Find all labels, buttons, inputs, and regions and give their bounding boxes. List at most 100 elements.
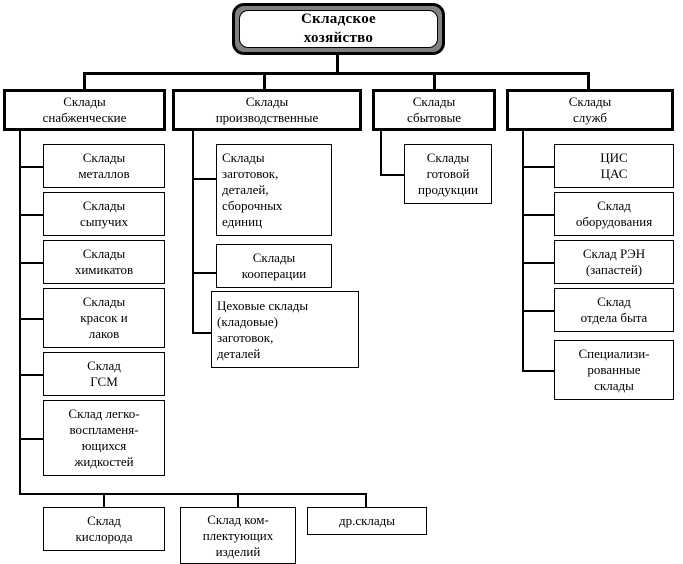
node-fuel-line-2: ГСМ xyxy=(90,374,118,389)
connector-drop-production xyxy=(263,72,266,90)
node-metals-warehouse: Склады металлов xyxy=(43,144,165,188)
connector-stub-specialized xyxy=(522,370,555,372)
node-ren-line-2: (запастей) xyxy=(585,262,643,277)
node-service-line-1: Склады xyxy=(568,94,612,109)
node-sales-warehouses: Склады сбытовые xyxy=(372,89,496,131)
node-chemicals-line-2: химикатов xyxy=(74,262,134,277)
connector-stub-blanks xyxy=(192,178,217,180)
node-fuel-warehouse: Склад ГСМ xyxy=(43,352,165,396)
node-cis-cas-line-1: ЦИС xyxy=(600,150,628,165)
connector-drop-sales xyxy=(433,72,436,90)
node-bulk-line-1: Склады xyxy=(82,198,126,213)
node-welfare-warehouse: Склад отдела быта xyxy=(554,288,674,332)
node-finished-line-1: Склады xyxy=(426,150,470,165)
node-components-warehouse: Склад ком- плектующих изделий xyxy=(180,507,296,564)
node-service-line-2: служб xyxy=(572,110,607,125)
connector-drop-services xyxy=(587,72,590,90)
node-shop-line-4: деталей xyxy=(217,345,261,361)
connector-trunk-services xyxy=(522,131,524,371)
node-components-line-3: изделий xyxy=(215,543,261,559)
root-line-2: хозяйство xyxy=(303,30,374,46)
connector-drop-supply xyxy=(83,72,86,90)
node-equipment-warehouse: Склад оборудования xyxy=(554,192,674,236)
node-equipment-line-2: оборудования xyxy=(575,214,653,229)
root-node-label: Складское хозяйство xyxy=(239,10,438,48)
node-blanks-line-3: деталей, xyxy=(222,182,269,197)
node-sales-line-2: сбытовые xyxy=(407,110,461,125)
connector-level2-bus xyxy=(83,72,590,75)
connector-stub-finished xyxy=(380,174,405,176)
node-other-line-1: др.склады xyxy=(338,513,396,528)
connector-root-stem xyxy=(336,55,339,74)
node-cooperation-line-2: кооперации xyxy=(241,266,307,281)
connector-drop-oxygen xyxy=(103,493,105,508)
node-flammable-line-1: Склад легко- xyxy=(68,406,140,421)
root-node-warehouse-management: Складское хозяйство xyxy=(232,3,445,55)
node-blanks-line-5: единиц xyxy=(222,214,263,229)
node-metals-line-2: металлов xyxy=(78,166,130,181)
node-welfare-line-2: отдела быта xyxy=(580,310,648,325)
node-paints-line-2: красок и xyxy=(80,310,128,325)
node-oxygen-line-2: кислорода xyxy=(75,529,133,544)
root-line-1: Складское xyxy=(301,11,376,27)
node-components-line-2: плектующих xyxy=(202,527,274,543)
connector-stub-welfare xyxy=(522,310,555,312)
connector-stub-cooperation xyxy=(192,272,217,274)
node-blanks-line-4: сборочных xyxy=(222,198,283,213)
node-cooperation-warehouse: Склады кооперации xyxy=(216,244,332,288)
node-welfare-line-1: Склад xyxy=(597,294,631,309)
node-sales-line-1: Склады xyxy=(412,94,456,109)
node-oxygen-line-1: Склад xyxy=(87,513,121,528)
node-shop-line-3: заготовок, xyxy=(217,329,274,345)
node-blanks-line-1: Склады xyxy=(222,150,265,165)
connector-stub-flammable xyxy=(19,438,44,440)
node-paints-warehouse: Склады красок и лаков xyxy=(43,288,165,348)
node-production-line-1: Склады xyxy=(245,94,289,109)
connector-stub-paints xyxy=(19,318,44,320)
node-service-warehouses: Склады служб xyxy=(506,89,674,131)
node-components-line-1: Склад ком- xyxy=(207,511,269,527)
connector-stub-metals xyxy=(19,166,44,168)
node-specialized-line-3: склады xyxy=(594,378,634,393)
connector-drop-components xyxy=(237,493,239,508)
node-flammable-line-3: ющихся xyxy=(81,438,127,453)
node-paints-line-3: лаков xyxy=(88,326,120,341)
connector-bottom-bus xyxy=(19,493,366,495)
node-cis-cas-line-2: ЦАС xyxy=(600,166,628,181)
node-finished-line-2: готовой xyxy=(426,166,470,181)
connector-trunk-production xyxy=(192,131,194,334)
node-cis-cas-warehouse: ЦИС ЦАС xyxy=(554,144,674,188)
connector-drop-other xyxy=(365,493,367,508)
node-bulk-line-2: сыпучих xyxy=(80,214,128,229)
node-fuel-line-1: Склад xyxy=(87,358,121,373)
node-blanks-line-2: заготовок, xyxy=(222,166,279,181)
connector-stub-cis-cas xyxy=(522,166,555,168)
node-paints-line-1: Склады xyxy=(82,294,126,309)
connector-stub-shop xyxy=(192,332,217,334)
node-production-warehouses: Склады производственные xyxy=(172,89,362,131)
node-blanks-warehouse: Склады заготовок, деталей, сборочных еди… xyxy=(216,144,332,236)
connector-stub-bulk xyxy=(19,214,44,216)
node-specialized-line-2: рованные xyxy=(587,362,641,377)
node-chemicals-line-1: Склады xyxy=(82,246,126,261)
node-chemicals-warehouse: Склады химикатов xyxy=(43,240,165,284)
node-ren-line-1: Склад РЭН xyxy=(582,246,646,261)
node-metals-line-1: Склады xyxy=(82,150,126,165)
node-flammable-warehouse: Склад легко- воспламеня- ющихся жидкосте… xyxy=(43,400,165,476)
node-specialized-warehouse: Специализи- рованные склады xyxy=(554,340,674,400)
connector-trunk-sales xyxy=(380,131,382,176)
node-flammable-line-4: жидкостей xyxy=(74,454,134,469)
node-production-line-2: производственные xyxy=(215,110,319,125)
node-finished-line-3: продукции xyxy=(418,182,478,197)
connector-stub-equipment xyxy=(522,214,555,216)
node-shop-warehouse: Цеховые склады (кладовые) заготовок, дет… xyxy=(211,291,359,368)
node-supply-line-2: снабженческие xyxy=(42,110,127,125)
node-equipment-line-1: Склад xyxy=(597,198,631,213)
node-supply-line-1: Склады xyxy=(63,94,106,109)
node-other-warehouses: др.склады xyxy=(307,507,427,535)
node-shop-line-2: (кладовые) xyxy=(217,313,278,329)
connector-stub-fuel xyxy=(19,374,44,376)
node-specialized-line-1: Специализи- xyxy=(578,346,650,361)
connector-stub-ren xyxy=(522,262,555,264)
